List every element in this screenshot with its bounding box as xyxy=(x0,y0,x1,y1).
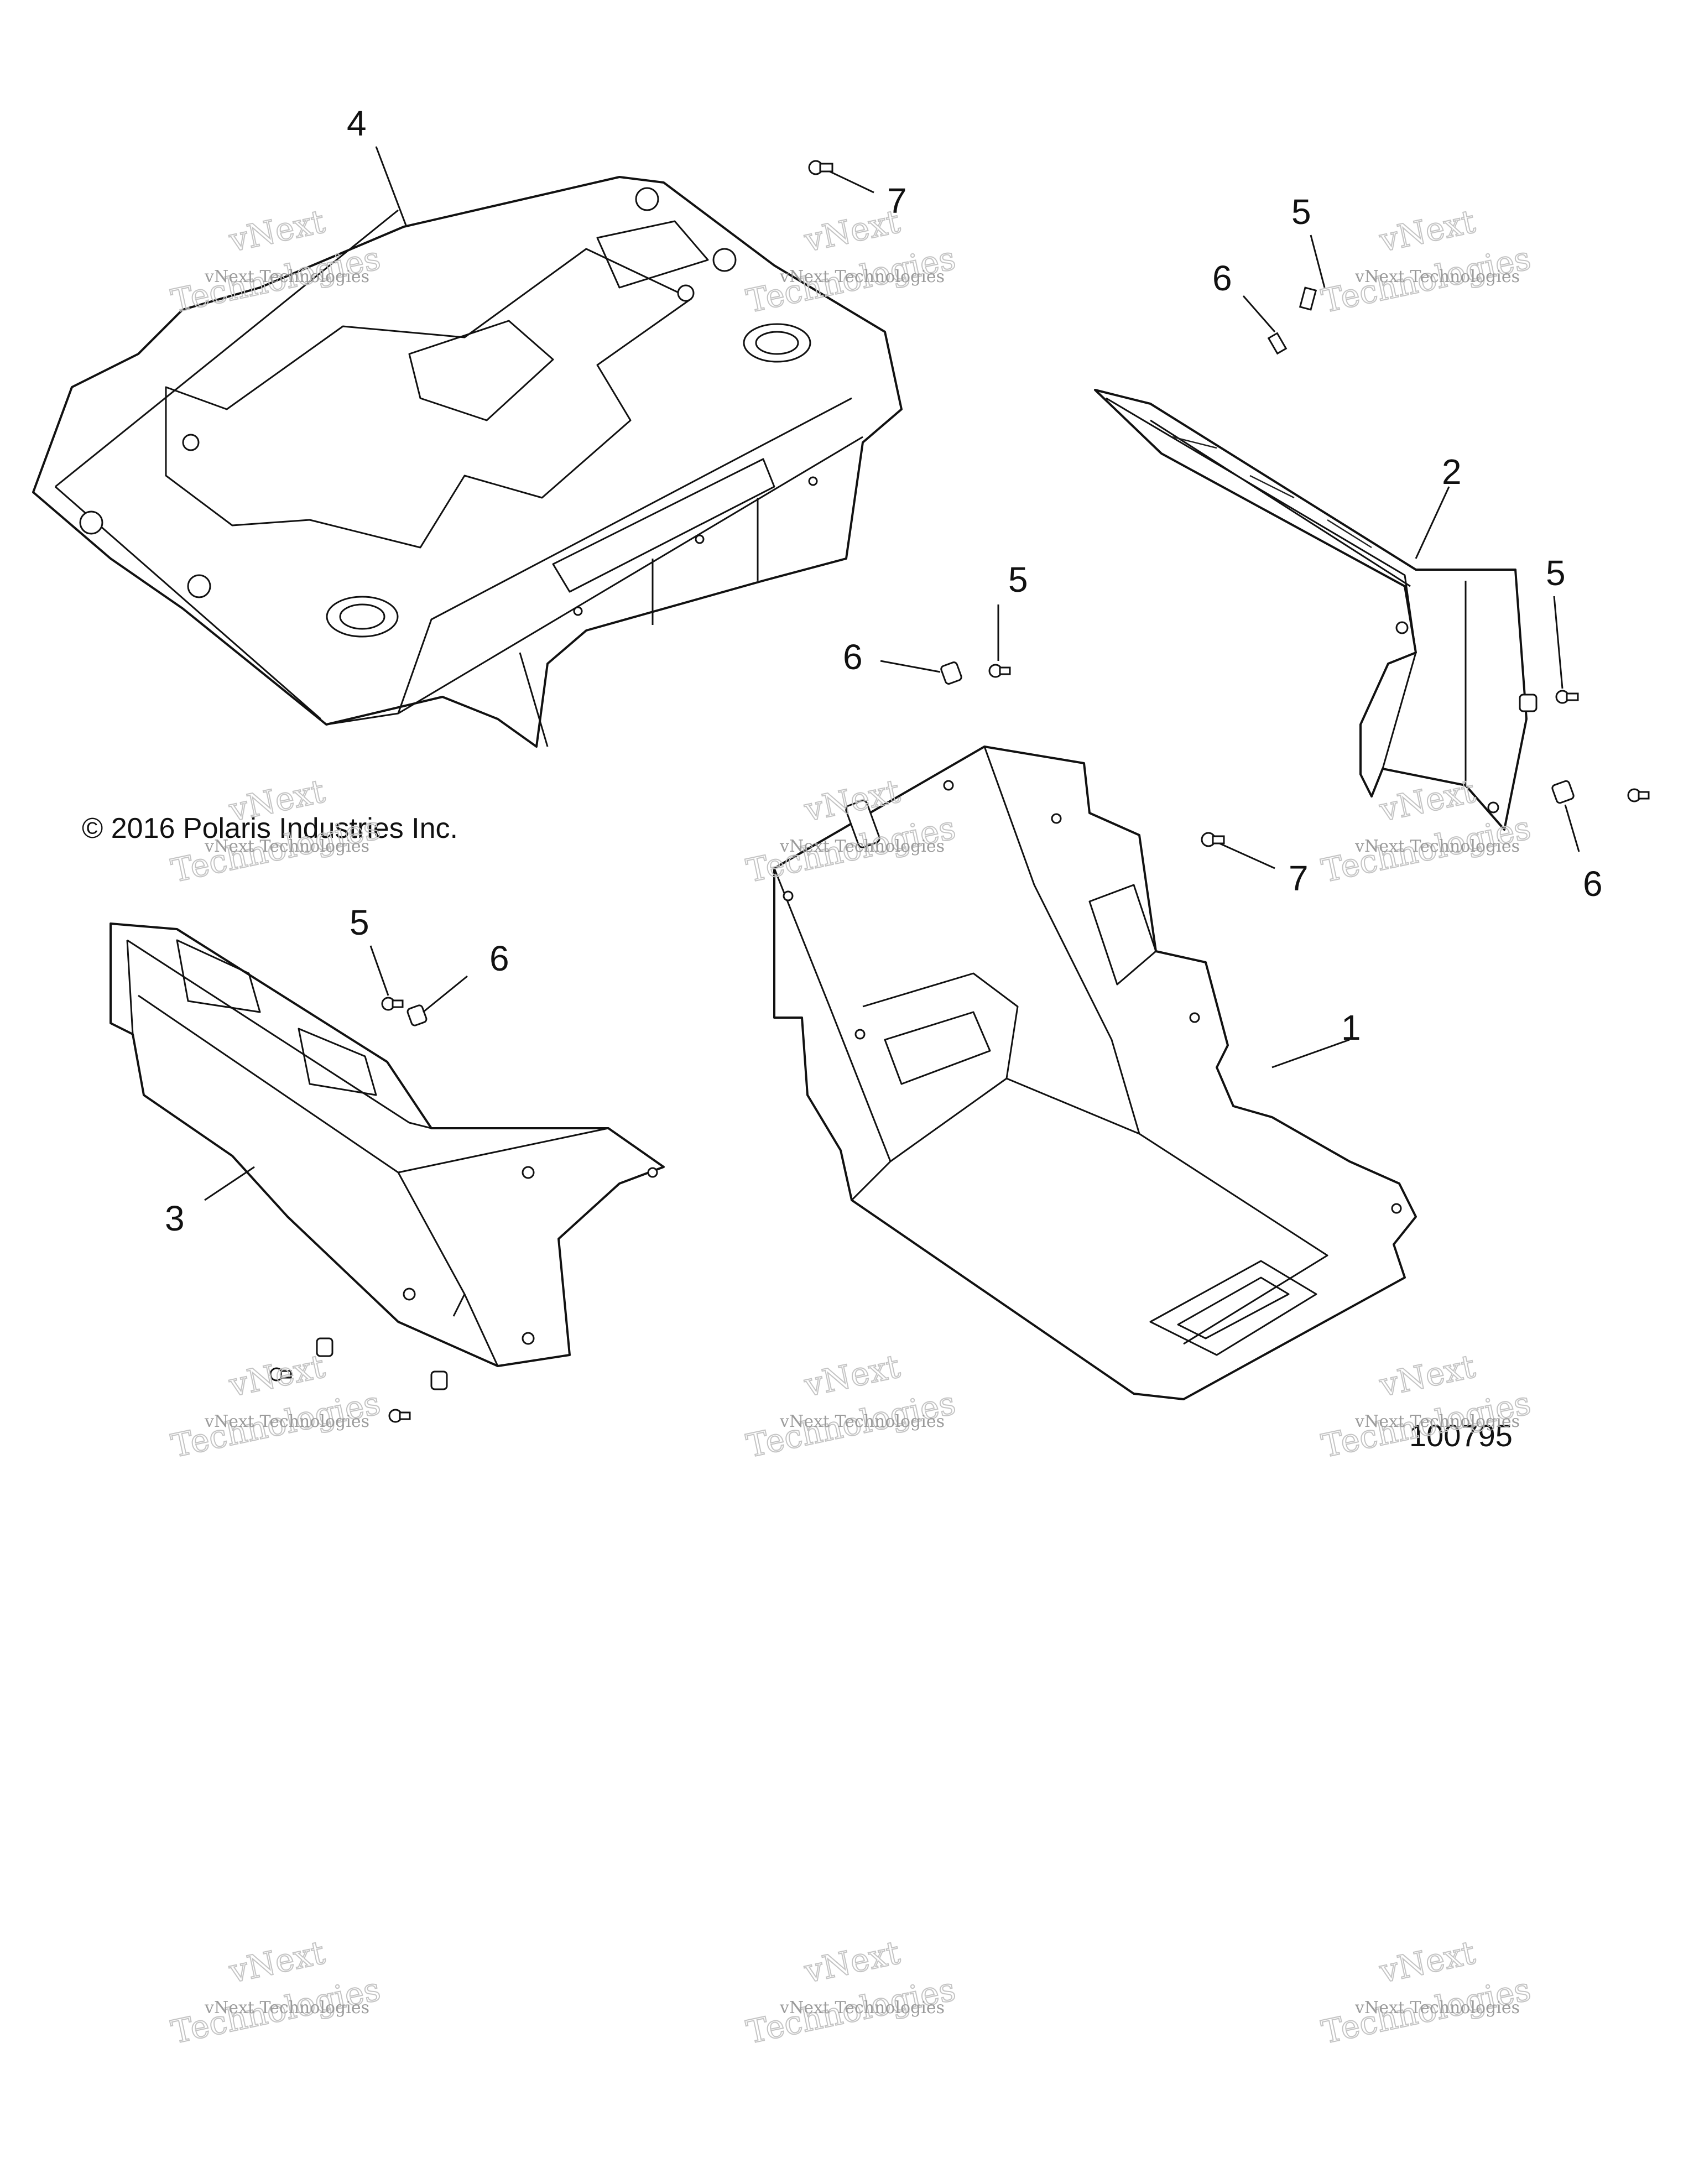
watermark-brand-small: vNext xyxy=(1376,1933,1478,1990)
watermark-text: vNext Technologies xyxy=(1354,1412,1520,1431)
watermark-text: vNext Technologies xyxy=(204,267,369,286)
watermark-brand-small: vNext xyxy=(226,1933,328,1990)
watermark-brand-small: vNext xyxy=(801,1347,903,1404)
watermark-text: vNext Technologies xyxy=(779,1998,945,2018)
watermark-text: vNext Technologies xyxy=(1354,267,1520,286)
copyright-text: © 2016 Polaris Industries Inc. xyxy=(82,812,458,845)
callout-4: 4 xyxy=(347,103,367,143)
watermark-brand-small: vNext xyxy=(801,1933,903,1990)
diagram-number: 100795 xyxy=(1409,1418,1513,1453)
callout-5: 5 xyxy=(350,903,369,942)
callout-1: 1 xyxy=(1341,1008,1361,1047)
leader-lines xyxy=(204,146,1580,1201)
watermark-text: vNext Technologies xyxy=(779,267,945,286)
callout-6: 6 xyxy=(843,637,863,677)
watermark-brand-small: vNext xyxy=(1376,202,1478,259)
part-1-floor-pan xyxy=(773,746,1417,1400)
callout-3: 3 xyxy=(165,1198,185,1238)
callout-7: 7 xyxy=(887,181,907,221)
callout-7: 7 xyxy=(1289,858,1309,898)
watermark-brand-small: vNext xyxy=(801,202,903,259)
watermark-brand-small: vNext xyxy=(1376,772,1478,829)
part-3-side-panel xyxy=(110,922,665,1367)
callout-numbers: 1 2 3 4 5 5 5 5 6 6 6 6 7 7 xyxy=(165,103,1603,1238)
watermark-brand-small: vNext xyxy=(226,202,328,259)
watermark-text: vNext Technologies xyxy=(1354,1998,1520,2018)
hardware xyxy=(269,160,1650,1423)
watermark-text: vNext Technologies xyxy=(204,837,369,856)
watermark-text: vNext Technologies xyxy=(204,1998,369,2018)
watermark-text: vNext Technologies xyxy=(779,1412,945,1431)
part-2-side-panel xyxy=(1094,389,1528,831)
part-4-floor-panel xyxy=(32,176,903,748)
watermark-brand-small: vNext xyxy=(226,1347,328,1404)
watermark-text: vNext Technologies xyxy=(779,837,945,856)
callout-6: 6 xyxy=(1583,864,1603,904)
callout-5: 5 xyxy=(1008,560,1028,600)
callout-6: 6 xyxy=(489,939,509,978)
watermark-text: vNext Technologies xyxy=(1354,837,1520,856)
callout-5: 5 xyxy=(1546,553,1566,593)
callout-5: 5 xyxy=(1291,192,1311,232)
callout-2: 2 xyxy=(1442,452,1462,492)
watermark-text: vNext Technologies xyxy=(204,1412,369,1431)
watermark-brand-small: vNext xyxy=(1376,1347,1478,1404)
callout-6: 6 xyxy=(1212,258,1232,298)
